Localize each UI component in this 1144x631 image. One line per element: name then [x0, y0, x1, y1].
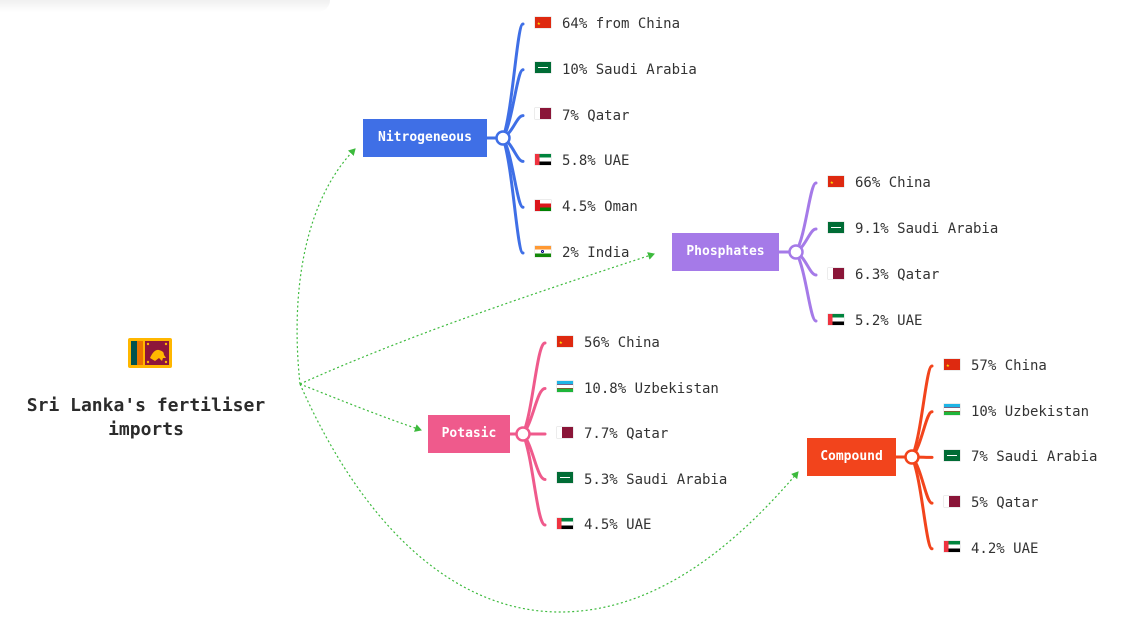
leaf-label: 5.8% UAE: [562, 153, 630, 170]
leaf-item-compound[interactable]: 10% Uzbekistan: [944, 402, 1089, 422]
leaf-label: 57% China: [971, 358, 1047, 374]
root-link-phosphates: [299, 252, 655, 385]
leaf-item-nitrogeneous[interactable]: 2% India: [535, 243, 629, 263]
root-link-nitrogeneous: [296, 148, 356, 385]
qatar-flag-icon: [944, 495, 960, 507]
qatar-flag-icon: [557, 426, 573, 438]
leaf-item-compound[interactable]: 57% China: [944, 356, 1047, 376]
leaf-label: 5.2% UAE: [855, 313, 923, 329]
saudi-flag-icon: [944, 449, 960, 461]
leaf-item-nitrogeneous[interactable]: 7% Qatar: [535, 106, 629, 126]
leaf-label: 7% Qatar: [562, 107, 630, 124]
leaf-item-phosphates[interactable]: 66% China: [828, 173, 931, 193]
saudi-flag-icon: [828, 221, 844, 233]
leaf-label: 10% Saudi Arabia: [562, 61, 697, 78]
branch-line-potasic: [521, 432, 547, 527]
leaf-label: 10% Uzbekistan: [971, 403, 1090, 420]
hub-circle-nitrogeneous[interactable]: [495, 130, 511, 146]
uae-flag-icon: [557, 517, 573, 529]
leaf-label: 7% Saudi Arabia: [971, 449, 1098, 466]
leaf-item-potasic[interactable]: 56% China: [557, 333, 660, 353]
leaf-label: 7.7% Qatar: [584, 426, 669, 442]
root-title: Sri Lanka's fertiliser imports: [26, 395, 266, 440]
leaf-item-potasic[interactable]: 7.7% Qatar: [557, 424, 668, 444]
india-flag-icon: [535, 245, 551, 257]
leaf-item-potasic[interactable]: 5.3% Saudi Arabia: [557, 470, 727, 490]
branch-line-nitrogeneous: [501, 136, 525, 255]
hub-circle-potasic[interactable]: [515, 426, 531, 442]
leaf-label: 4.2% UAE: [971, 540, 1039, 557]
branch-line-compound: [910, 364, 934, 459]
china-flag-icon: [828, 173, 844, 193]
uae-flag-icon: [944, 541, 960, 553]
category-node-phosphates[interactable]: Phosphates: [672, 233, 779, 271]
leaf-item-phosphates[interactable]: 9.1% Saudi Arabia: [828, 219, 998, 239]
leaf-label: 9.1% Saudi Arabia: [855, 221, 999, 237]
leaf-item-nitrogeneous[interactable]: 5.8% UAE: [535, 151, 629, 171]
category-node-nitrogeneous[interactable]: Nitrogeneous: [363, 119, 487, 157]
uae-flag-icon: [535, 153, 551, 165]
hub-circle-compound[interactable]: [904, 449, 920, 465]
leaf-item-phosphates[interactable]: 5.2% UAE: [828, 311, 922, 331]
leaf-label: 4.5% Oman: [562, 199, 638, 216]
uae-flag-icon: [828, 313, 844, 325]
branch-line-nitrogeneous: [501, 22, 525, 140]
uzbekistan-flag-icon: [944, 404, 960, 416]
oman-flag-icon: [535, 199, 551, 211]
leaf-item-potasic[interactable]: 10.8% Uzbekistan: [557, 379, 719, 399]
qatar-flag-icon: [828, 267, 844, 279]
leaf-label: 66% China: [855, 175, 931, 191]
sri-lanka-flag-icon: [128, 338, 172, 368]
leaf-label: 64% from China: [562, 16, 681, 32]
leaf-item-nitrogeneous[interactable]: 10% Saudi Arabia: [535, 60, 697, 80]
category-node-compound[interactable]: Compound: [807, 438, 896, 476]
leaf-item-nitrogeneous[interactable]: 4.5% Oman: [535, 197, 638, 217]
leaf-item-compound[interactable]: 4.2% UAE: [944, 539, 1038, 559]
branch-line-compound: [910, 455, 934, 551]
china-flag-icon: [557, 333, 573, 353]
root-link-potasic: [299, 383, 422, 432]
china-flag-icon: [535, 14, 551, 34]
root-link-compound: [299, 383, 799, 613]
leaf-item-phosphates[interactable]: 6.3% Qatar: [828, 265, 939, 285]
leaf-label: 5.3% Saudi Arabia: [584, 471, 728, 488]
leaf-item-nitrogeneous[interactable]: 64% from China: [535, 14, 680, 34]
saudi-flag-icon: [535, 62, 551, 74]
leaf-label: 4.5% UAE: [584, 517, 652, 533]
leaf-item-compound[interactable]: 7% Saudi Arabia: [944, 447, 1097, 467]
leaf-item-potasic[interactable]: 4.5% UAE: [557, 515, 651, 535]
hub-circle-phosphates[interactable]: [788, 244, 804, 260]
saudi-flag-icon: [557, 472, 573, 483]
leaf-label: 2% India: [562, 245, 630, 261]
uzbekistan-flag-icon: [557, 381, 573, 392]
leaf-label: 56% China: [584, 335, 660, 351]
branch-line-potasic: [521, 341, 547, 436]
leaf-label: 5% Qatar: [971, 495, 1039, 512]
category-node-potasic[interactable]: Potasic: [428, 415, 510, 453]
leaf-label: 10.8% Uzbekistan: [584, 380, 719, 397]
qatar-flag-icon: [535, 108, 551, 120]
leaf-label: 6.3% Qatar: [855, 267, 940, 283]
china-flag-icon: [944, 356, 960, 376]
leaf-item-compound[interactable]: 5% Qatar: [944, 493, 1038, 513]
top-shadow: [0, 0, 330, 12]
